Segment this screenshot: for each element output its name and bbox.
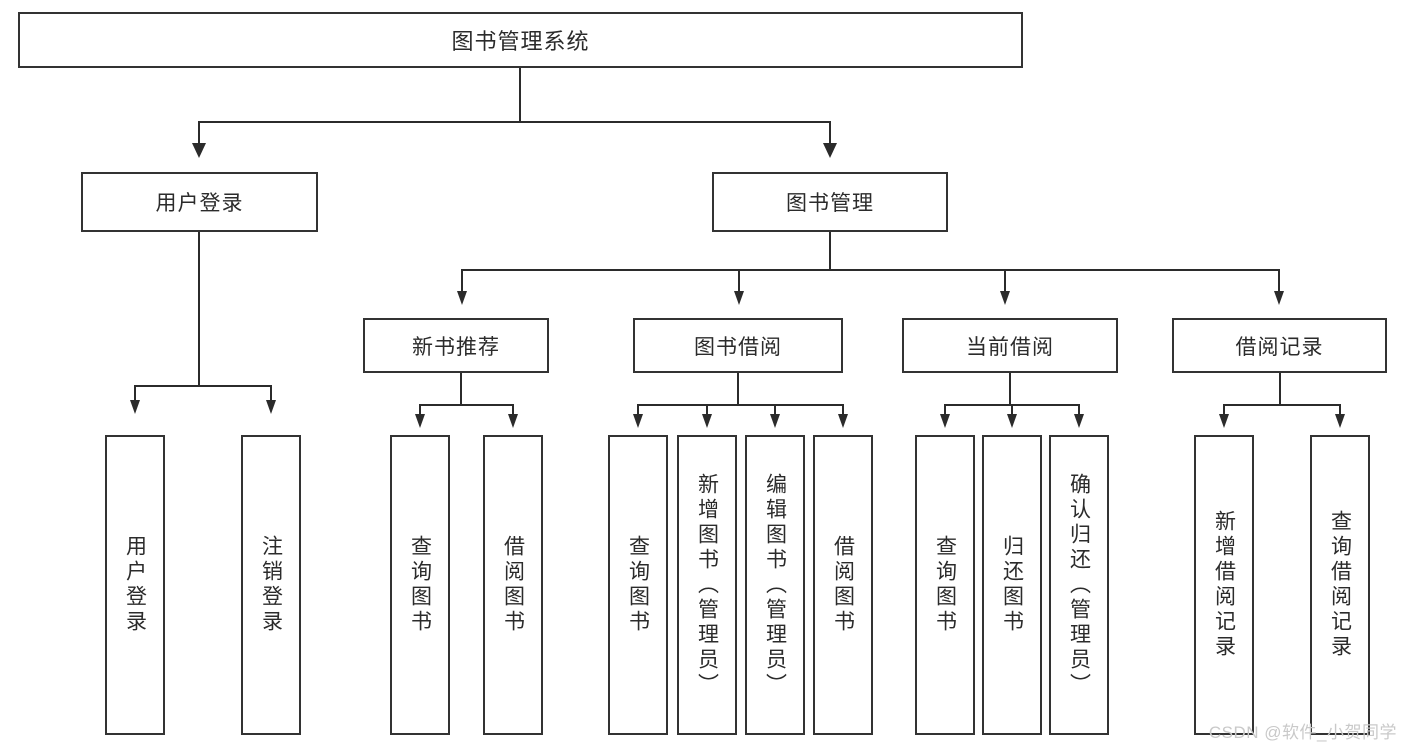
leaf-query-borrow-record[interactable]: 查询借阅记录 [1310,435,1370,735]
node-current-borrow[interactable]: 当前借阅 [902,318,1118,373]
node-book-borrow[interactable]: 图书借阅 [633,318,843,373]
leaf-query-book-borrow[interactable]: 查询图书 [608,435,668,735]
arrowhead-borrow-record [1274,291,1284,305]
connector-book-borrow-drop-2 [706,404,708,416]
watermark-text: CSDN @软件_小贺同学 [1208,723,1397,742]
connector-borrow-record-drop-1 [1223,404,1225,416]
arrowhead-current-borrow [1000,291,1010,305]
node-label: 图书管理系统 [451,29,590,54]
arrowhead-user-login [192,143,206,158]
node-label: 新书推荐 [412,335,500,359]
node-label: 借阅图书 [831,535,855,635]
connector-level3-drop-3 [1004,269,1006,293]
arrowhead-leaf-query-record [1335,414,1345,428]
connector-borrow-record-stem [1279,373,1281,405]
leaf-return-book[interactable]: 归还图书 [982,435,1042,735]
node-label: 新增图书（管理员） [695,472,719,698]
node-label: 图书借阅 [694,335,782,359]
arrowhead-leaf-query-book-3 [940,414,950,428]
connector-user-login-bus [134,385,271,387]
arrowhead-leaf-borrow-book-1 [508,414,518,428]
leaf-logout[interactable]: 注销登录 [241,435,301,735]
arrowhead-leaf-query-book-1 [415,414,425,428]
connector-user-login-drop-2 [270,385,272,402]
node-label: 新增借阅记录 [1212,510,1236,660]
arrowhead-leaf-borrow-book-2 [838,414,848,428]
node-label: 用户登录 [123,535,147,635]
node-label: 查询图书 [933,535,957,635]
leaf-query-book-current[interactable]: 查询图书 [915,435,975,735]
arrowhead-leaf-logout [266,400,276,414]
leaf-confirm-return-admin[interactable]: 确认归还（管理员） [1049,435,1109,735]
node-label: 查询借阅记录 [1328,510,1352,660]
connector-current-borrow-stem [1009,373,1011,405]
arrowhead-leaf-add-record [1219,414,1229,428]
arrowhead-leaf-edit-book [770,414,780,428]
connector-book-manage-stem [829,232,831,270]
connector-root-bus [198,121,831,123]
connector-new-book-bus [419,404,514,406]
connector-level3-drop-4 [1278,269,1280,293]
leaf-query-book-recommend[interactable]: 查询图书 [390,435,450,735]
arrowhead-book-borrow [734,291,744,305]
node-user-login[interactable]: 用户登录 [81,172,318,232]
connector-root-drop-left [198,121,200,145]
node-label: 注销登录 [259,535,283,635]
leaf-user-login[interactable]: 用户登录 [105,435,165,735]
arrowhead-leaf-add-book [702,414,712,428]
node-label: 图书管理 [786,192,874,215]
connector-root-drop-right [829,121,831,145]
node-label: 归还图书 [1000,535,1024,635]
node-root-system[interactable]: 图书管理系统 [18,12,1023,68]
leaf-add-borrow-record[interactable]: 新增借阅记录 [1194,435,1254,735]
connector-current-borrow-drop-1 [944,404,946,416]
arrowhead-leaf-query-book-2 [633,414,643,428]
connector-borrow-record-bus [1223,404,1341,406]
connector-borrow-record-drop-2 [1339,404,1341,416]
node-label: 查询图书 [408,535,432,635]
connector-new-book-stem [460,373,462,405]
node-borrow-record[interactable]: 借阅记录 [1172,318,1387,373]
connector-current-borrow-drop-3 [1078,404,1080,416]
connector-user-login-drop-1 [134,385,136,402]
connector-book-borrow-stem [737,373,739,405]
connector-book-borrow-drop-3 [774,404,776,416]
connector-level3-bus [461,269,1280,271]
connector-new-book-drop-1 [419,404,421,416]
connector-user-login-stem [198,232,200,386]
node-label: 查询图书 [626,535,650,635]
connector-root-stem [519,68,521,122]
node-label: 用户登录 [155,192,244,215]
node-label: 编辑图书（管理员） [763,472,787,698]
leaf-borrow-book-2[interactable]: 借阅图书 [813,435,873,735]
node-book-management[interactable]: 图书管理 [712,172,948,232]
connector-current-borrow-drop-2 [1011,404,1013,416]
leaf-add-book-admin[interactable]: 新增图书（管理员） [677,435,737,735]
node-label: 当前借阅 [966,335,1054,359]
arrowhead-leaf-confirm-return [1074,414,1084,428]
leaf-edit-book-admin[interactable]: 编辑图书（管理员） [745,435,805,735]
connector-book-borrow-drop-1 [637,404,639,416]
arrowhead-new-book [457,291,467,305]
connector-level3-drop-2 [738,269,740,293]
leaf-borrow-book-recommend[interactable]: 借阅图书 [483,435,543,735]
node-label: 借阅图书 [501,535,525,635]
node-new-book-recommend[interactable]: 新书推荐 [363,318,549,373]
arrowhead-leaf-user-login [130,400,140,414]
arrowhead-leaf-return-book [1007,414,1017,428]
connector-book-borrow-bus [637,404,843,406]
node-label: 借阅记录 [1235,335,1324,359]
connector-level3-drop-1 [461,269,463,293]
node-label: 确认归还（管理员） [1067,472,1091,698]
connector-new-book-drop-2 [512,404,514,416]
connector-book-borrow-drop-4 [842,404,844,416]
arrowhead-book-manage [823,143,837,158]
